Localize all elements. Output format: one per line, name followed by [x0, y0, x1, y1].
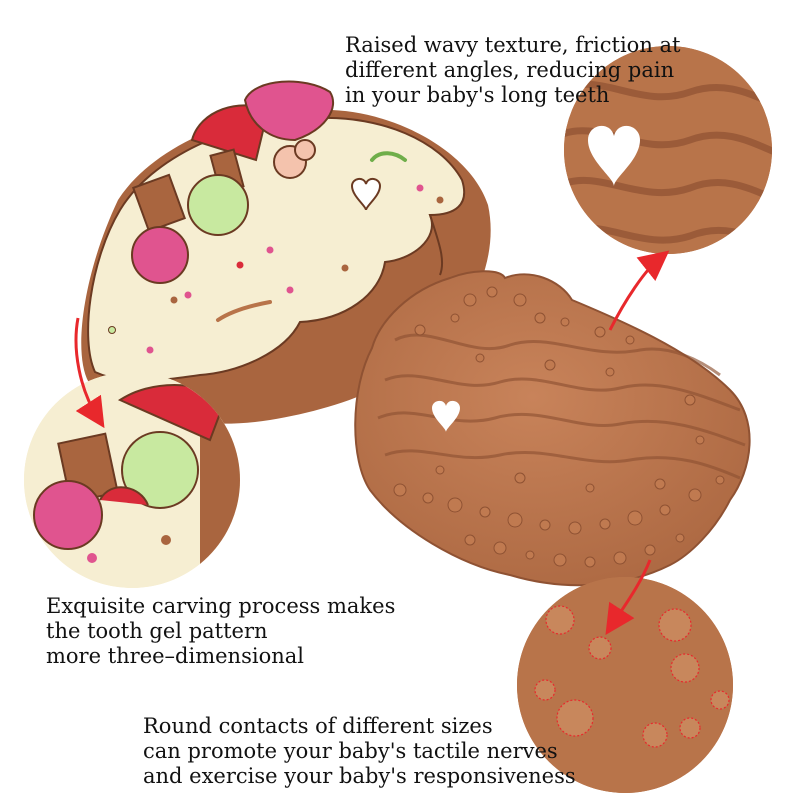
caption-line: more three–dimensional	[46, 644, 304, 668]
caption-line: Round contacts of different sizes	[143, 714, 493, 738]
arrow-to-carving-zoom	[74, 317, 105, 429]
caption-wavy-texture: Raised wavy texture, friction at differe…	[345, 33, 681, 108]
caption-carving: Exquisite carving process makes the toot…	[46, 594, 395, 669]
callout-arrows	[74, 250, 670, 636]
zoom-circle-dots	[517, 577, 733, 793]
caption-line: in your baby's long teeth	[345, 83, 610, 107]
caption-round-contacts: Round contacts of different sizes can pr…	[143, 714, 576, 789]
caption-line: the tooth gel pattern	[46, 619, 268, 643]
caption-line: and exercise your baby's responsiveness	[143, 764, 576, 788]
zoom-circle-wavy	[564, 46, 772, 254]
arrow-to-wavy-zoom	[608, 250, 670, 331]
caption-line: Raised wavy texture, friction at	[345, 33, 681, 57]
arrow-to-dots-zoom	[605, 559, 652, 636]
front-teether	[81, 80, 491, 424]
caption-line: can promote your baby's tactile nerves	[143, 739, 558, 763]
back-teether	[354, 270, 751, 587]
caption-line: different angles, reducing pain	[345, 58, 675, 82]
caption-line: Exquisite carving process makes	[46, 594, 396, 618]
